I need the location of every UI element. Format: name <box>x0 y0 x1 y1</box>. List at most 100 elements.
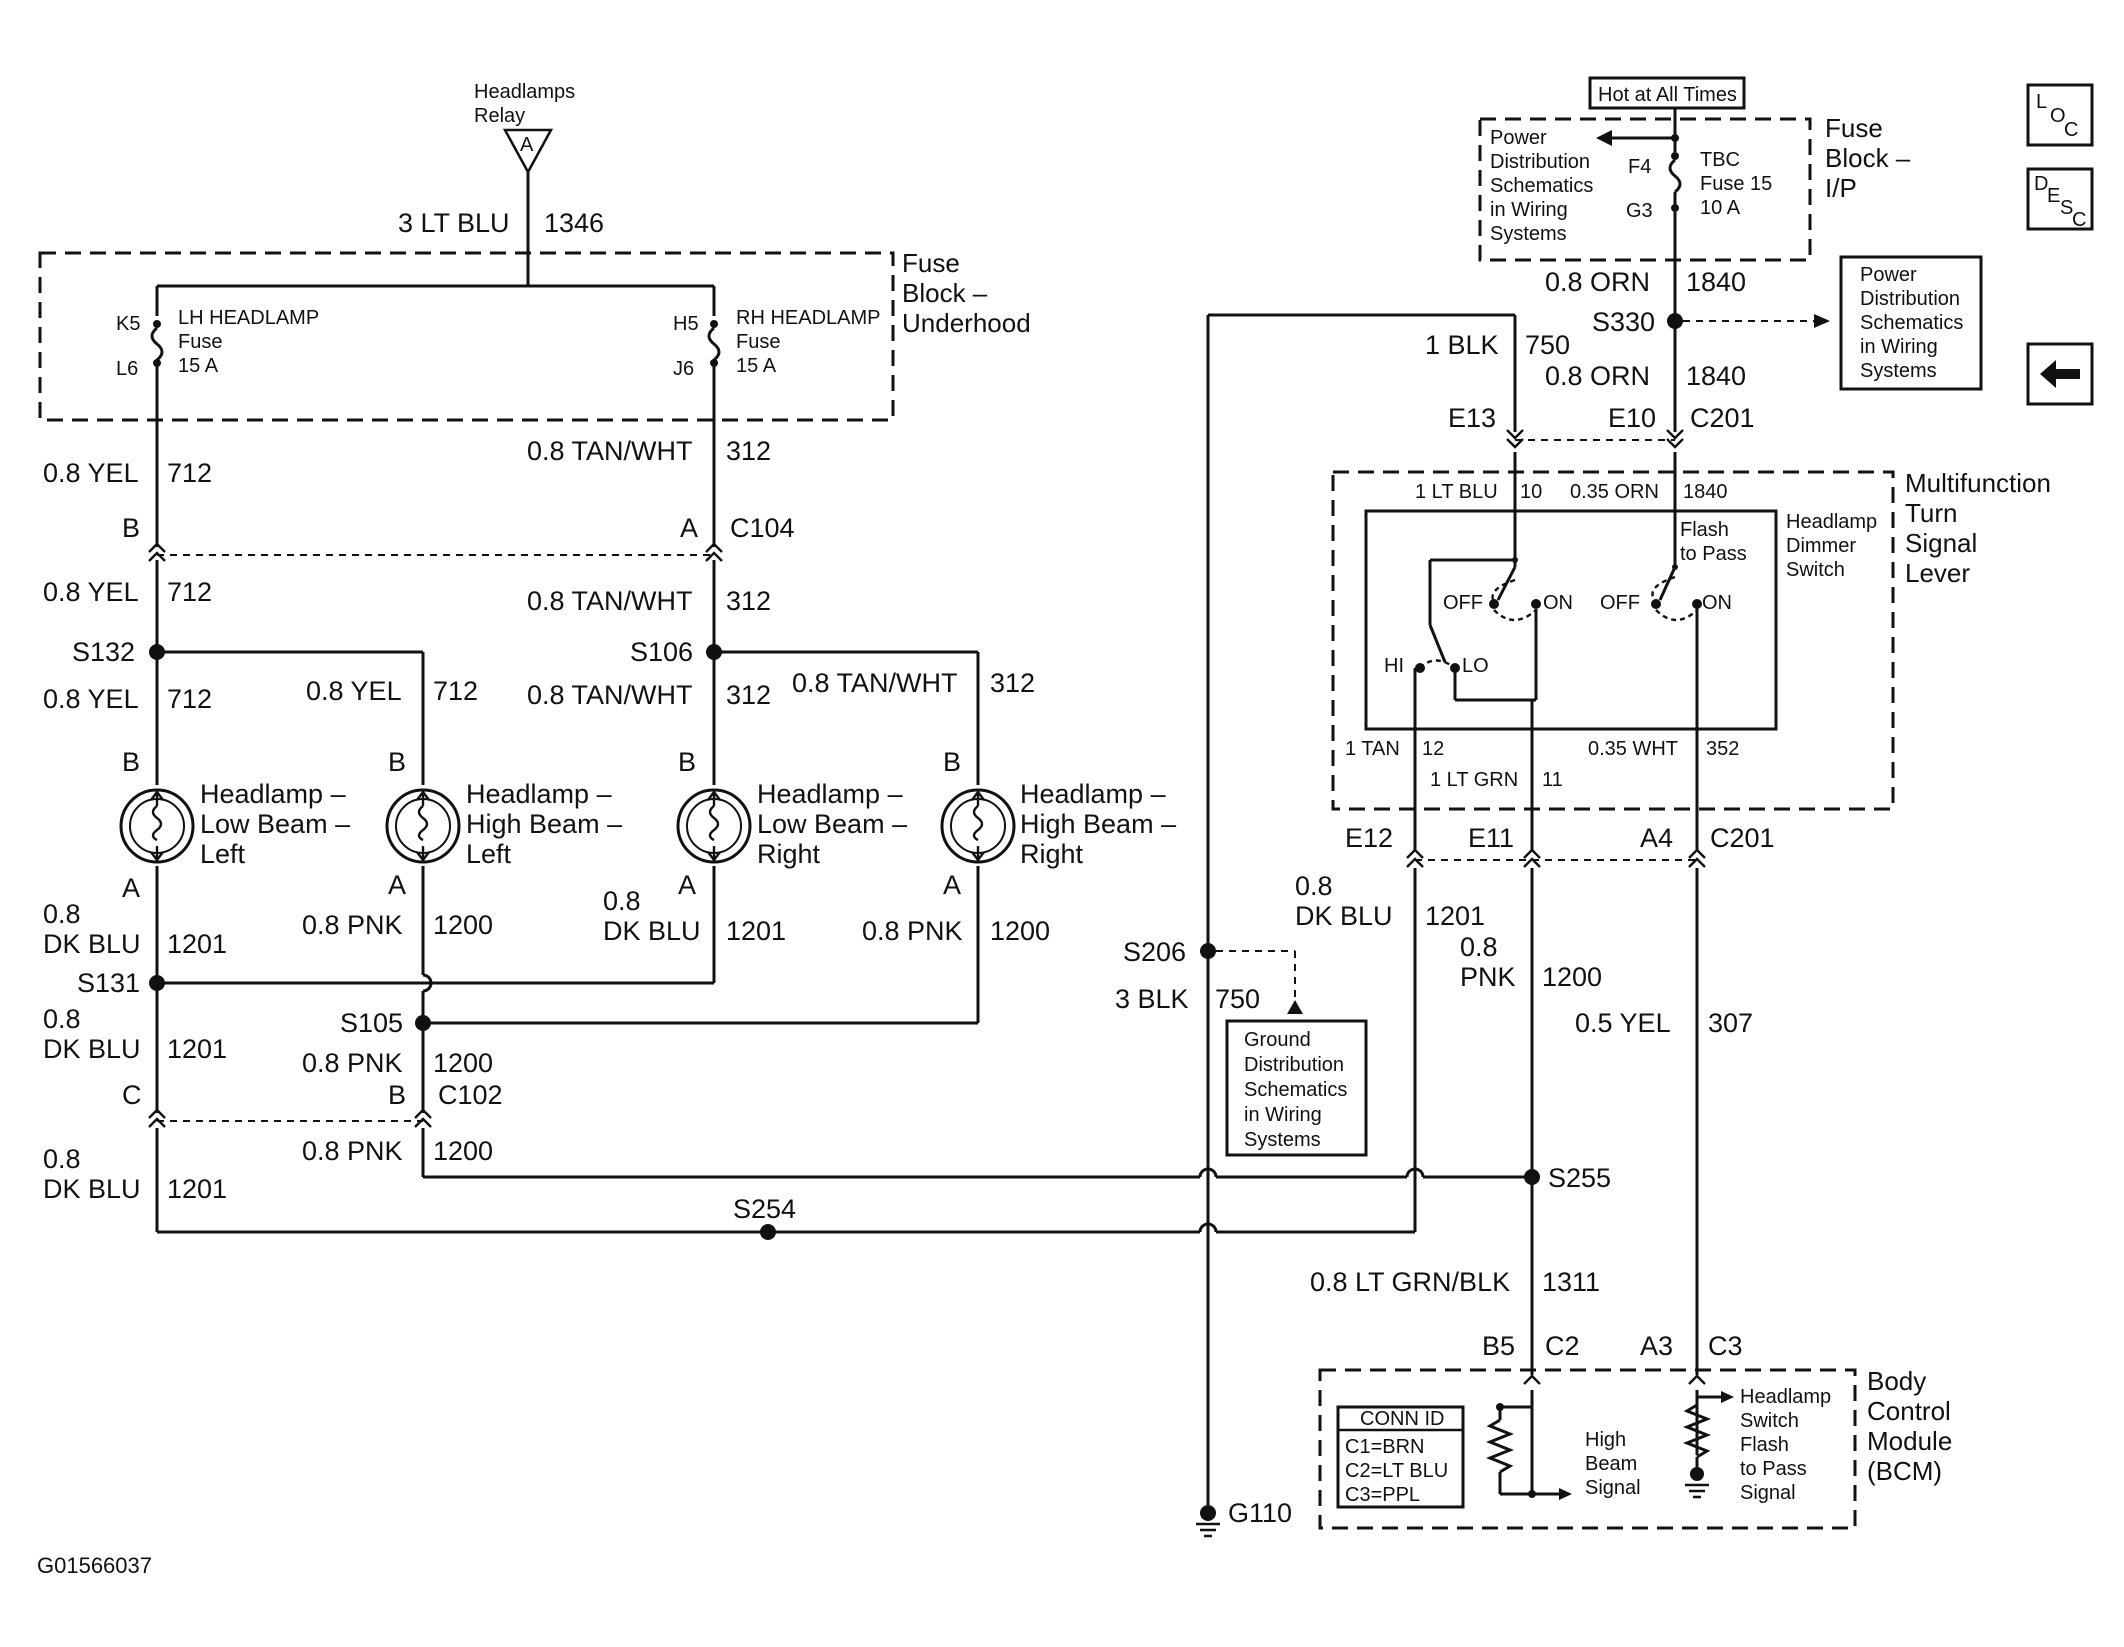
svg-text:C104: C104 <box>730 513 795 543</box>
svg-text:B: B <box>678 747 696 777</box>
svg-text:Headlamp –: Headlamp – <box>757 779 903 809</box>
svg-text:0.8 PNK: 0.8 PNK <box>862 916 963 946</box>
svg-text:K5: K5 <box>116 313 140 335</box>
svg-text:S206: S206 <box>1123 937 1186 967</box>
headlamp-high-left <box>385 788 461 864</box>
splice-dots <box>149 313 1683 1240</box>
svg-text:LH HEADLAMP: LH HEADLAMP <box>178 307 319 329</box>
svg-text:Flash: Flash <box>1680 519 1729 541</box>
fuse-symbols <box>150 130 1682 367</box>
bcm-internals <box>1336 1391 1734 1509</box>
svg-text:1201: 1201 <box>1425 901 1485 931</box>
hot-at-all-times: Hot at All Times <box>1588 76 1746 110</box>
svg-text:to Pass: to Pass <box>1680 543 1747 565</box>
svg-text:Left: Left <box>200 839 246 869</box>
loc-icon[interactable]: L O C <box>2026 83 2094 147</box>
svg-text:A: A <box>122 873 140 903</box>
svg-text:Headlamp –: Headlamp – <box>466 779 612 809</box>
svg-text:0.8 PNK: 0.8 PNK <box>302 1136 403 1166</box>
svg-text:0.8 TAN/WHT: 0.8 TAN/WHT <box>527 436 693 466</box>
svg-text:Schematics: Schematics <box>1860 312 1963 334</box>
svg-text:1 BLK: 1 BLK <box>1425 330 1499 360</box>
svg-text:750: 750 <box>1525 330 1570 360</box>
svg-text:Schematics: Schematics <box>1490 175 1593 197</box>
svg-text:Headlamp –: Headlamp – <box>1020 779 1166 809</box>
relay-pin: A <box>520 134 534 156</box>
ground-reference: Ground Distribution Schematics in Wiring… <box>1216 950 1368 1157</box>
svg-text:Switch: Switch <box>1786 559 1845 581</box>
svg-text:ON: ON <box>1543 592 1573 614</box>
svg-text:1 LT GRN: 1 LT GRN <box>1430 769 1518 791</box>
svg-text:0.8 YEL: 0.8 YEL <box>306 676 402 706</box>
svg-text:C: C <box>2072 209 2086 231</box>
headlamp-high-right <box>940 788 1016 864</box>
svg-text:15 A: 15 A <box>736 355 777 377</box>
connector-dash-lines <box>157 439 1697 1122</box>
svg-text:E11: E11 <box>1468 823 1514 853</box>
svg-text:Low Beam –: Low Beam – <box>200 809 350 839</box>
svg-text:312: 312 <box>726 586 771 616</box>
multifunction-lever-box <box>1331 470 1895 811</box>
svg-text:Right: Right <box>1020 839 1084 869</box>
desc-icon[interactable]: D E S C <box>2026 167 2094 231</box>
svg-text:3 BLK: 3 BLK <box>1115 984 1189 1014</box>
headlamp-low-right <box>676 788 752 864</box>
back-arrow-icon[interactable] <box>2026 342 2094 406</box>
svg-text:in Wiring: in Wiring <box>1860 336 1938 358</box>
svg-text:Power: Power <box>1490 127 1547 149</box>
headlamp-low-left <box>119 788 195 864</box>
fuse-block-underhood <box>38 251 895 422</box>
splice-s255-dot <box>1524 1169 1540 1185</box>
svg-text:0.8: 0.8 <box>603 886 641 916</box>
svg-text:1201: 1201 <box>167 1174 227 1204</box>
svg-text:0.8 TAN/WHT: 0.8 TAN/WHT <box>527 680 693 710</box>
svg-text:Block –: Block – <box>902 278 988 308</box>
svg-text:Control: Control <box>1867 1396 1951 1426</box>
svg-text:PNK: PNK <box>1460 962 1516 992</box>
svg-text:High Beam –: High Beam – <box>466 809 622 839</box>
bcm-box <box>1318 1368 1857 1530</box>
svg-text:S254: S254 <box>733 1194 796 1224</box>
splice-s105-dot <box>415 1015 431 1031</box>
svg-text:0.8 YEL: 0.8 YEL <box>43 577 139 607</box>
svg-text:A: A <box>680 513 698 543</box>
svg-text:ON: ON <box>1702 592 1732 614</box>
svg-text:0.8 PNK: 0.8 PNK <box>302 910 403 940</box>
svg-text:1200: 1200 <box>433 1136 493 1166</box>
splice-s206-dot <box>1200 943 1216 959</box>
svg-text:A3: A3 <box>1640 1331 1673 1361</box>
svg-text:L6: L6 <box>116 358 138 380</box>
svg-text:Signal: Signal <box>1740 1482 1796 1504</box>
svg-text:E12: E12 <box>1345 823 1393 853</box>
svg-text:Fuse 15: Fuse 15 <box>1700 173 1772 195</box>
svg-text:1840: 1840 <box>1683 481 1728 503</box>
svg-text:C201: C201 <box>1690 403 1755 433</box>
svg-text:C201: C201 <box>1710 823 1775 853</box>
svg-text:Low Beam –: Low Beam – <box>757 809 907 839</box>
left-wires <box>155 168 1532 1234</box>
svg-text:1201: 1201 <box>167 929 227 959</box>
svg-text:High: High <box>1585 1429 1626 1451</box>
svg-text:712: 712 <box>433 676 478 706</box>
svg-text:Schematics: Schematics <box>1244 1079 1347 1101</box>
svg-text:307: 307 <box>1708 1008 1753 1038</box>
svg-text:G3: G3 <box>1626 200 1653 222</box>
svg-text:Multifunction: Multifunction <box>1905 468 2051 498</box>
svg-text:12: 12 <box>1422 738 1444 760</box>
svg-text:0.8: 0.8 <box>43 899 81 929</box>
svg-text:Headlamp –: Headlamp – <box>200 779 346 809</box>
splice-s132-dot <box>149 644 165 660</box>
svg-text:0.35 ORN: 0.35 ORN <box>1570 481 1659 503</box>
svg-text:0.8 LT GRN/BLK: 0.8 LT GRN/BLK <box>1310 1267 1510 1297</box>
svg-text:312: 312 <box>726 436 771 466</box>
splice-s131-dot <box>149 975 165 991</box>
svg-text:0.8 ORN: 0.8 ORN <box>1545 267 1650 297</box>
svg-text:C: C <box>2064 119 2078 141</box>
svg-text:DK BLU: DK BLU <box>43 1174 141 1204</box>
svg-text:Hot at All Times: Hot at All Times <box>1598 84 1737 106</box>
svg-text:DK BLU: DK BLU <box>43 1034 141 1064</box>
svg-text:Body: Body <box>1867 1366 1926 1396</box>
svg-text:1346: 1346 <box>544 208 604 238</box>
svg-text:RH HEADLAMP: RH HEADLAMP <box>736 307 880 329</box>
svg-text:352: 352 <box>1706 738 1739 760</box>
